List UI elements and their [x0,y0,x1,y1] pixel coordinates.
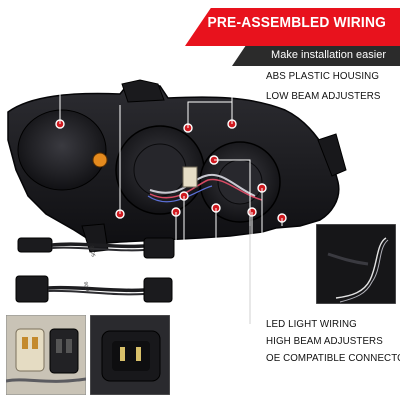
led-wiring-closeup-photo [316,224,396,304]
wire-connector-icon [182,166,198,188]
callout-low-beam-adjusters: LOW BEAM ADJUSTERS [266,90,381,102]
connector-closeup-photo [6,315,86,395]
callout-oe-connectors: OE COMPATIBLE CONNECTORS [266,352,400,364]
banner-title: PRE-ASSEMBLED WIRING [207,14,386,31]
adapter-label-9006: 9006 [82,281,90,293]
banner-red-stripe [185,8,400,46]
callout-abs-housing: ABS PLASTIC HOUSING [266,70,380,82]
adapter-cables-photo: 9005 9006 [15,237,175,303]
callout-high-beam-adjusters: HIGH BEAM ADJUSTERS [266,335,383,347]
banner-dark-stripe [232,46,400,66]
callout-led-wiring: LED LIGHT WIRING [266,318,357,330]
adapter-label-9005: 9005 [88,245,96,257]
banner-subtitle: Make installation easier [271,49,386,61]
header-banner: PRE-ASSEMBLED WIRING Make installation e… [0,8,400,68]
oe-connector-closeup-photo [90,315,170,395]
